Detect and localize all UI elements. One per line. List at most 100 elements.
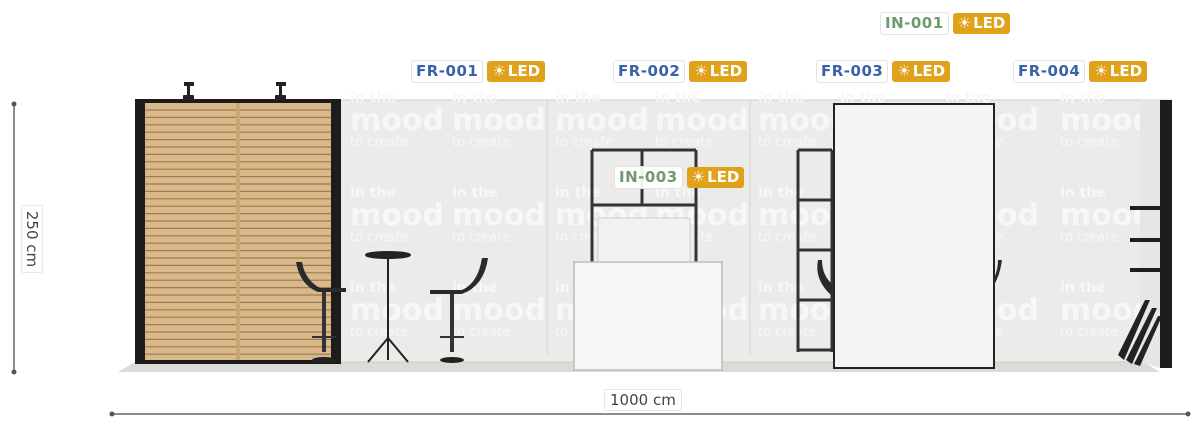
fixture-tag-fr-001: FR-001 ☀LED	[411, 60, 546, 83]
wall-print-text: to create	[350, 325, 408, 340]
wall-print-text: mood	[452, 198, 546, 233]
wall-print-text: to create	[555, 135, 613, 150]
wall-print-text: mood	[555, 103, 649, 138]
height-label: 250 cm	[21, 204, 44, 274]
led-badge: ☀LED	[686, 167, 745, 188]
wall-print-text: to create	[655, 135, 713, 150]
wall-print-text: in the	[1060, 280, 1106, 296]
fixture-code: FR-004	[1013, 60, 1086, 83]
led-label: LED	[707, 168, 740, 186]
wall-print-text: in the	[350, 90, 396, 106]
wall-print-text: mood	[452, 293, 546, 328]
led-badge: ☀LED	[487, 61, 546, 82]
led-badge: ☀LED	[689, 61, 748, 82]
wall-print-text: to create	[1060, 135, 1118, 150]
wall-print-text: in the	[758, 280, 804, 296]
fixture-code: FR-001	[411, 60, 484, 83]
wall-print-text: in the	[655, 90, 701, 106]
sun-icon: ☀	[691, 168, 706, 186]
led-label: LED	[709, 62, 743, 80]
counter	[573, 261, 723, 371]
wall-print-text: to create	[452, 230, 510, 245]
wall-print-text: in the	[350, 280, 396, 296]
fixture-code: FR-002	[613, 60, 686, 83]
brochure-rack	[1118, 300, 1162, 366]
wall-print-text: to create	[1060, 325, 1118, 340]
wall-print-text: mood	[1060, 198, 1154, 233]
wall-print-text: to create	[758, 325, 816, 340]
led-badge: ☀LED	[1089, 61, 1148, 82]
fixture-tag-in-001: IN-001 ☀LED	[880, 12, 1011, 35]
sun-icon: ☀	[694, 62, 708, 80]
slat-wall-divider	[236, 103, 240, 360]
side-wall	[1160, 100, 1172, 368]
led-label: LED	[973, 14, 1006, 32]
led-label: LED	[912, 62, 946, 80]
led-label: LED	[1109, 62, 1143, 80]
wall-print-text: in the	[840, 90, 886, 106]
fixture-tag-fr-002: FR-002 ☀LED	[613, 60, 748, 83]
led-badge: ☀LED	[892, 61, 951, 82]
wall-print-text: in the	[945, 90, 991, 106]
wall-print-text: to create	[452, 325, 510, 340]
sun-icon: ☀	[897, 62, 911, 80]
display-panel	[597, 217, 691, 263]
sun-icon: ☀	[957, 14, 972, 32]
wall-print-text: mood	[350, 198, 444, 233]
wall-print-text: to create	[758, 230, 816, 245]
fixture-tag-fr-003: FR-003 ☀LED	[816, 60, 951, 83]
sun-icon: ☀	[1094, 62, 1108, 80]
wall-print-text: to create	[758, 135, 816, 150]
wall-print-text: in the	[758, 90, 804, 106]
fixture-code: FR-003	[816, 60, 889, 83]
storage-cabin	[833, 103, 995, 369]
spotlight-icon	[275, 82, 286, 100]
fixture-tag-fr-004: FR-004 ☀LED	[1013, 60, 1148, 83]
led-label: LED	[507, 62, 541, 80]
wall-print-text: in the	[452, 90, 498, 106]
fixture-code: IN-003	[614, 166, 683, 189]
width-label: 1000 cm	[604, 389, 682, 411]
fixture-tag-in-003: IN-003 ☀LED	[614, 166, 745, 189]
pipe-shelf	[796, 148, 834, 352]
wall-print-text: in the	[1060, 185, 1106, 201]
wall-print-text: in the	[350, 185, 396, 201]
wall-print-text: in the	[655, 185, 701, 201]
wall-print-text: mood	[655, 103, 749, 138]
fixture-code: IN-001	[880, 12, 949, 35]
bar-table	[365, 251, 411, 363]
led-badge: ☀LED	[952, 13, 1011, 34]
wall-print-text: to create	[350, 230, 408, 245]
bar-stool	[296, 262, 346, 363]
spotlight-icon	[183, 82, 194, 100]
wall-print-text: in the	[555, 90, 601, 106]
bar-stool	[430, 258, 488, 363]
wall-shelf	[1130, 206, 1162, 272]
wall-print-text: in the	[758, 185, 804, 201]
wall-print-text: in the	[555, 185, 601, 201]
wall-print-text: to create	[452, 135, 510, 150]
wall-print-text: to create	[1060, 230, 1118, 245]
wall-print-text: in the	[452, 185, 498, 201]
wall-print-text: in the	[1060, 90, 1106, 106]
wall-print-text: to create	[350, 135, 408, 150]
wall-print-text: mood	[452, 103, 546, 138]
chair-back	[994, 260, 1002, 285]
chair-back	[817, 260, 832, 296]
wall-print-text: mood	[350, 293, 444, 328]
wall-print-text: mood	[1060, 103, 1154, 138]
